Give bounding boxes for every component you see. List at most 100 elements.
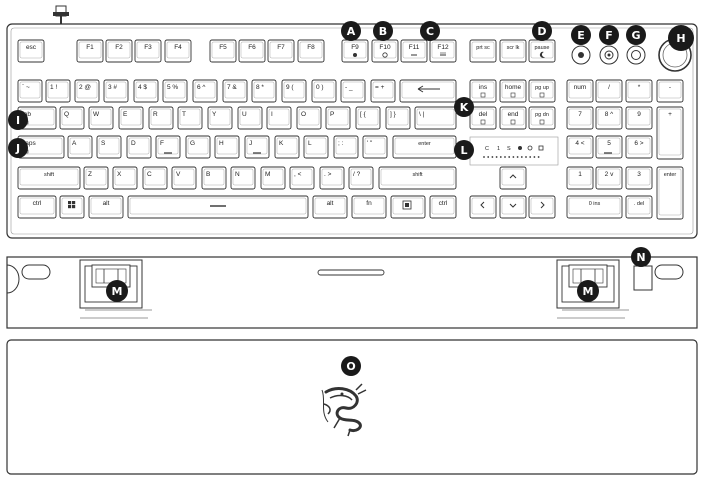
- key-n1[interactable]: 1 !: [45, 79, 71, 103]
- key-kpdot[interactable]: . del: [625, 195, 653, 219]
- key-rbracket[interactable]: ] }: [385, 106, 411, 130]
- key-f8[interactable]: F8: [297, 39, 325, 63]
- key-w[interactable]: W: [88, 106, 114, 130]
- key-kpstar[interactable]: *: [625, 79, 653, 103]
- key-end[interactable]: end: [499, 106, 527, 130]
- key-g[interactable]: G: [185, 135, 211, 159]
- key-ins[interactable]: ins: [469, 79, 497, 103]
- key-n4[interactable]: 4 $: [133, 79, 159, 103]
- key-f6[interactable]: F6: [238, 39, 266, 63]
- key-u[interactable]: U: [237, 106, 263, 130]
- key-kp9[interactable]: 9: [625, 106, 653, 130]
- key-kp5[interactable]: 5: [595, 135, 623, 159]
- key-e[interactable]: E: [118, 106, 144, 130]
- callout-o-label: O: [346, 360, 355, 373]
- key-esc[interactable]: esc: [17, 39, 45, 63]
- key-a[interactable]: A: [67, 135, 93, 159]
- key-kp1[interactable]: 1: [566, 166, 594, 190]
- key-f9[interactable]: F9: [341, 39, 369, 63]
- key-f4[interactable]: F4: [164, 39, 192, 63]
- key-semicolon[interactable]: ; :: [333, 135, 359, 159]
- key-j[interactable]: J: [244, 135, 270, 159]
- key-alt-l[interactable]: alt: [88, 195, 124, 219]
- key-period[interactable]: . >: [319, 166, 345, 190]
- key-f3[interactable]: F3: [134, 39, 162, 63]
- key-kpslash[interactable]: /: [595, 79, 623, 103]
- key-pgdn[interactable]: pg dn: [528, 106, 556, 130]
- key-f1[interactable]: F1: [76, 39, 104, 63]
- key-kp3[interactable]: 3: [625, 166, 653, 190]
- key-h[interactable]: H: [214, 135, 240, 159]
- key-k[interactable]: K: [274, 135, 300, 159]
- key-o[interactable]: O: [296, 106, 322, 130]
- key-n0[interactable]: 0 ): [311, 79, 337, 103]
- key-minus[interactable]: - _: [340, 79, 366, 103]
- key-kpenter[interactable]: enter: [656, 166, 684, 220]
- key-b[interactable]: B: [201, 166, 227, 190]
- key-backslash[interactable]: \ |: [414, 106, 457, 130]
- previous-track-icon[interactable]: [626, 45, 646, 65]
- key-fn[interactable]: fn: [351, 195, 387, 219]
- key-q[interactable]: Q: [59, 106, 85, 130]
- key-f11[interactable]: F11: [400, 39, 428, 63]
- key-z[interactable]: Z: [83, 166, 109, 190]
- key-ctrl-r[interactable]: ctrl: [429, 195, 457, 219]
- key-caps[interactable]: caps: [17, 135, 65, 159]
- key-f12[interactable]: F12: [429, 39, 457, 63]
- key-d[interactable]: D: [126, 135, 152, 159]
- key-kp7[interactable]: 7: [566, 106, 594, 130]
- key-n7[interactable]: 7 &: [222, 79, 248, 103]
- key-f[interactable]: F: [155, 135, 181, 159]
- key-lbracket[interactable]: [ {: [355, 106, 381, 130]
- key-scrlk[interactable]: scr lk: [499, 39, 527, 63]
- key-space[interactable]: [127, 195, 309, 219]
- key-f7[interactable]: F7: [267, 39, 295, 63]
- key-comma[interactable]: , <: [289, 166, 315, 190]
- key-del[interactable]: del: [469, 106, 497, 130]
- key-slash[interactable]: / ?: [348, 166, 374, 190]
- key-n3[interactable]: 3 #: [103, 79, 129, 103]
- key-v[interactable]: V: [171, 166, 197, 190]
- key-n8[interactable]: 8 *: [251, 79, 277, 103]
- key-n5[interactable]: 5 %: [162, 79, 188, 103]
- key-f10[interactable]: F10: [371, 39, 399, 63]
- key-n2[interactable]: 2 @: [74, 79, 100, 103]
- key-l[interactable]: L: [303, 135, 329, 159]
- key-p[interactable]: P: [325, 106, 351, 130]
- key-x[interactable]: X: [112, 166, 138, 190]
- key-m[interactable]: M: [260, 166, 286, 190]
- key-kpplus[interactable]: +: [656, 106, 684, 160]
- key-r[interactable]: R: [148, 106, 174, 130]
- key-f5[interactable]: F5: [209, 39, 237, 63]
- key-y[interactable]: Y: [207, 106, 233, 130]
- key-n9[interactable]: 9 (: [281, 79, 307, 103]
- key-f2[interactable]: F2: [105, 39, 133, 63]
- key-numlk[interactable]: num: [566, 79, 594, 103]
- key-c[interactable]: C: [142, 166, 168, 190]
- key-kp8[interactable]: 8 ^: [595, 106, 623, 130]
- key-shift-r[interactable]: shift: [378, 166, 457, 190]
- key-n[interactable]: N: [230, 166, 256, 190]
- key-enter[interactable]: enter: [392, 135, 457, 159]
- key-quote[interactable]: ' ": [362, 135, 388, 159]
- key-kpminus[interactable]: -: [656, 79, 684, 103]
- key-kp6[interactable]: 6 >: [625, 135, 653, 159]
- key-ctrl-l[interactable]: ctrl: [17, 195, 57, 219]
- key-shift-l[interactable]: shift: [17, 166, 81, 190]
- key-i[interactable]: I: [266, 106, 292, 130]
- key-up[interactable]: [499, 166, 527, 190]
- key-kp2[interactable]: 2 v: [595, 166, 623, 190]
- key-alt-r[interactable]: alt: [312, 195, 348, 219]
- key-grave[interactable]: ` ~: [17, 79, 43, 103]
- key-kp4[interactable]: 4 <: [566, 135, 594, 159]
- key-kp0[interactable]: 0 ins: [566, 195, 623, 219]
- key-pgup[interactable]: pg up: [528, 79, 556, 103]
- key-equal[interactable]: = +: [370, 79, 396, 103]
- key-s[interactable]: S: [96, 135, 122, 159]
- key-home[interactable]: home: [499, 79, 527, 103]
- key-backspace[interactable]: [399, 79, 457, 103]
- key-pause[interactable]: pause: [528, 39, 556, 63]
- key-prtsc[interactable]: prt sc: [469, 39, 497, 63]
- key-t[interactable]: T: [177, 106, 203, 130]
- key-n6[interactable]: 6 ^: [192, 79, 218, 103]
